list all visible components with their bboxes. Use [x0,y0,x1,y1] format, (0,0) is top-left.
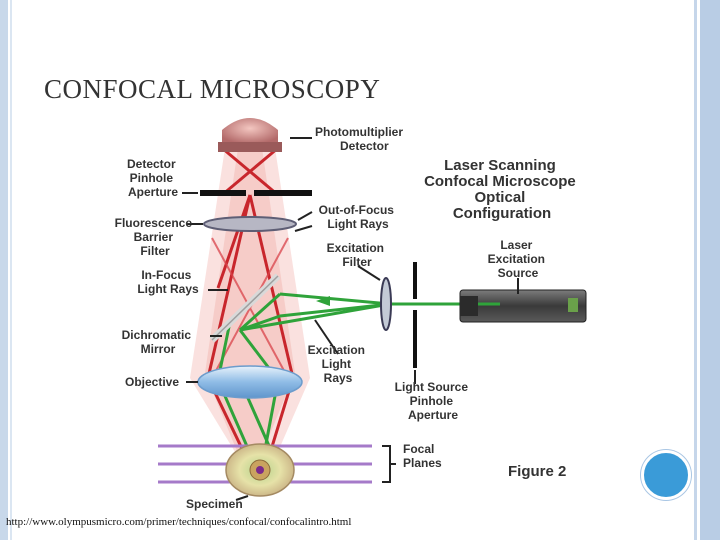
detector-pinhole-aperture [200,190,312,196]
light-source-pinhole-label-l1: Light Source [395,380,469,394]
light-source-pinhole-label-l3: Aperture [408,408,458,422]
in-focus-label-l2: Light Rays [137,282,199,296]
excitation-filter-label-l1: Excitation [327,241,384,255]
detector-pinhole-label-l2: Pinhole [130,171,174,185]
dichromatic-label: Dichromatic Mirror [122,328,195,356]
laser-source-label-l1: Laser [500,238,532,252]
out-of-focus-label: Out-of-Focus Light Rays [319,203,398,231]
laser-source-label-l2: Excitation [488,252,545,266]
excitation-filter-label: Excitation Filter [327,241,388,269]
photomultiplier-label-l2: Detector [340,139,389,153]
detector-pinhole-label-l3: Aperture [128,185,178,199]
diagram-title-l1: Laser Scanning [444,157,556,174]
photomultiplier-label: Photomultiplier Detector [315,125,406,153]
dichromatic-mirror [209,273,281,343]
fluorescence-filter-label-l3: Filter [140,244,170,258]
excitation-rays-label-l1: Excitation [308,343,365,357]
photomultiplier-label-l1: Photomultiplier [315,125,403,139]
fluorescence-filter-label: Fluorescence Barrier Filter [115,216,196,258]
focal-planes-bracket [382,445,396,483]
dichromatic-label-l2: Mirror [141,342,176,356]
detector-pinhole-label: Detector Pinhole Aperture [127,157,179,199]
diagram-title-l4: Configuration [453,205,551,222]
fluorescence-filter-label-l1: Fluorescence [115,216,193,230]
right-decor-bar [692,0,720,540]
light-source-pinhole-label-l2: Pinhole [410,394,454,408]
excitation-rays-label: Excitation Light Rays [308,343,369,385]
excitation-rays-label-l3: Rays [324,371,353,385]
diagram-title-l3: Optical [474,189,525,206]
fluorescence-filter-label-l2: Barrier [134,230,174,244]
laser-source-label-l3: Source [498,266,539,280]
diagram-title: Laser Scanning Confocal Microscope Optic… [424,157,580,222]
objective-label: Objective [125,375,179,389]
source-url[interactable]: http://www.olympusmicro.com/primer/techn… [6,516,352,528]
excitation-filter [380,277,392,331]
excitation-rays-label-l2: Light [322,357,351,371]
focal-planes-label: Focal Planes [403,442,442,470]
slide-title: CONFOCAL MICROSCOPY [44,74,381,104]
focal-planes-label-l2: Planes [403,456,442,470]
fluorescence-barrier-filter [203,216,297,232]
dichromatic-label-l1: Dichromatic [122,328,192,342]
light-source-pinhole-label: Light Source Pinhole Aperture [395,380,472,422]
in-focus-label: In-Focus Light Rays [137,268,199,296]
figure-label: Figure 2 [508,463,566,480]
photomultiplier-detector [218,118,282,152]
leader-lines [182,137,519,501]
excitation-arrowhead [316,296,330,306]
excitation-filter-label-l2: Filter [342,255,372,269]
specimen-label: Specimen [186,497,243,511]
light-source-pinhole-aperture [413,262,417,368]
left-decor-line [10,0,12,540]
focal-planes-label-l1: Focal [403,442,434,456]
slide-decor-circle [641,450,691,500]
diagram-title-l2: Confocal Microscope [424,173,576,190]
detector-pinhole-label-l1: Detector [127,157,176,171]
specimen [225,443,295,497]
left-decor-bar [0,0,8,540]
out-of-focus-label-l1: Out-of-Focus [319,203,395,217]
confocal-diagram: Photomultiplier Detector Detector Pinhol… [115,118,587,511]
laser-excitation-source [459,289,587,323]
out-of-focus-label-l2: Light Rays [327,217,389,231]
in-focus-label-l1: In-Focus [141,268,191,282]
objective-lens [197,365,303,399]
laser-source-label: Laser Excitation Source [488,238,549,280]
